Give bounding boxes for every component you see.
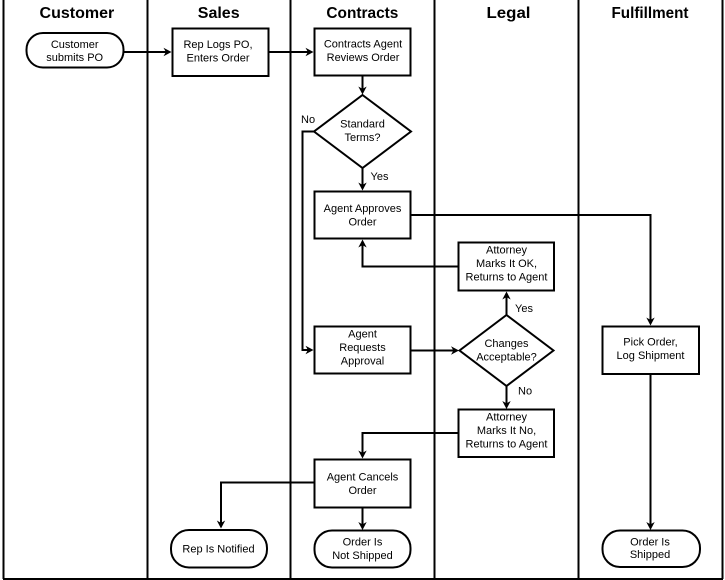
svg-text:Log Shipment: Log Shipment [617,350,685,362]
svg-text:Attorney: Attorney [486,412,527,424]
svg-text:Marks It No,: Marks It No, [477,425,536,437]
svg-text:Acceptable?: Acceptable? [476,351,537,363]
svg-text:Returns to Agent: Returns to Agent [466,439,548,451]
svg-text:Rep Is Notified: Rep Is Notified [182,543,254,555]
svg-text:Yes: Yes [515,303,533,315]
svg-text:Returns to Agent: Returns to Agent [466,272,548,284]
svg-text:Enters Order: Enters Order [187,53,250,65]
svg-text:Terms?: Terms? [344,132,380,144]
svg-text:Agent Approves: Agent Approves [324,203,402,215]
svg-text:No: No [301,114,315,126]
svg-text:Contracts: Contracts [326,5,398,22]
svg-text:Changes: Changes [484,338,529,350]
svg-text:Rep Logs PO,: Rep Logs PO, [183,39,252,51]
svg-text:Approval: Approval [341,355,384,367]
svg-text:Order: Order [348,485,376,497]
svg-text:Order: Order [348,216,376,228]
svg-text:Fulfillment: Fulfillment [612,5,690,22]
svg-text:Customer: Customer [51,39,99,51]
svg-text:Contracts Agent: Contracts Agent [324,39,402,51]
svg-text:No: No [518,386,532,398]
svg-text:Marks It OK,: Marks It OK, [476,258,537,270]
svg-text:Legal: Legal [487,5,531,22]
svg-text:Not Shipped: Not Shipped [332,550,393,562]
svg-text:Requests: Requests [339,342,386,354]
svg-text:Standard: Standard [340,119,385,131]
svg-text:Agent: Agent [348,328,377,340]
svg-text:Order Is: Order Is [630,536,670,548]
svg-text:Order Is: Order Is [343,536,383,548]
svg-text:Pick Order,: Pick Order, [623,337,677,349]
svg-text:Reviews Order: Reviews Order [327,52,400,64]
svg-text:Shipped: Shipped [630,549,670,561]
svg-text:Yes: Yes [371,171,389,183]
svg-text:Attorney: Attorney [486,245,527,257]
svg-text:submits PO: submits PO [46,52,103,64]
svg-text:Sales: Sales [198,5,240,22]
svg-text:Agent Cancels: Agent Cancels [327,471,399,483]
svg-text:Customer: Customer [40,5,115,22]
